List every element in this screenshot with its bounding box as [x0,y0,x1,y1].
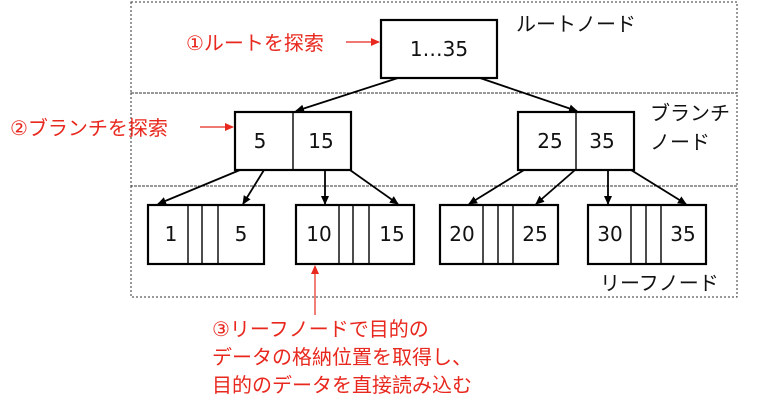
edge-branch-left-to-leaf-2-b [349,169,399,205]
root-node-label: 1…35 [410,37,468,61]
leaf-node-1-first-key: 1 [165,222,178,246]
edge-root-to-branch-right [479,77,578,113]
root-node: 1…35 [379,18,499,80]
leaf-node-4-last-key: 35 [670,222,695,246]
branch-level-region [130,92,738,187]
branch-level-label-line2: ノード [650,130,710,154]
step3-annotation-line3: 目的のデータを直接読み込む [212,373,472,397]
root-level-region [130,1,738,94]
step2-annotation: ②ブランチを探索 [10,116,168,140]
leaf-node-4: 30 35 [586,203,708,266]
branch-node-left-key-2: 15 [308,129,333,153]
root-level-label: ルートノード [516,12,636,36]
branch-node-left-key-1: 5 [254,129,267,153]
leaf-node-2-first-key: 10 [306,222,331,246]
leaf-node-2: 10 15 [294,203,416,266]
branch-node-right-key-2: 35 [589,129,614,153]
branch-node-right: 25 35 [516,110,636,172]
edge-branch-right-to-leaf-3 [468,169,525,205]
branch-node-right-key-1: 25 [537,129,562,153]
leaf-node-3-last-key: 25 [522,222,547,246]
leaf-node-2-last-key: 15 [379,222,404,246]
leaf-node-3: 20 25 [438,203,560,266]
branch-node-left: 5 15 [233,110,353,172]
edge-branch-right-to-leaf-4-b [630,169,687,205]
edge-branch-left-to-leaf-1-b [242,169,265,205]
edge-branch-left-to-leaf-1-a [157,169,241,205]
step3-annotation-line1: ③リーフノードで目的の [212,317,429,341]
leaf-node-1-last-key: 5 [235,222,248,246]
leaf-node-4-first-key: 30 [597,222,622,246]
edge-root-to-branch-left [295,77,399,113]
leaf-level-region [130,185,738,298]
leaf-level-label: リーフノード [600,271,719,295]
step1-annotation: ①ルートを探索 [186,31,324,55]
leaf-node-3-first-key: 20 [449,222,474,246]
leaf-node-1: 1 5 [146,203,266,266]
step3-annotation-line2: データの格納位置を取得し、 [212,345,472,369]
branch-level-label-line1: ブランチ [650,101,730,125]
edge-branch-right-to-leaf-3-b [535,169,576,205]
